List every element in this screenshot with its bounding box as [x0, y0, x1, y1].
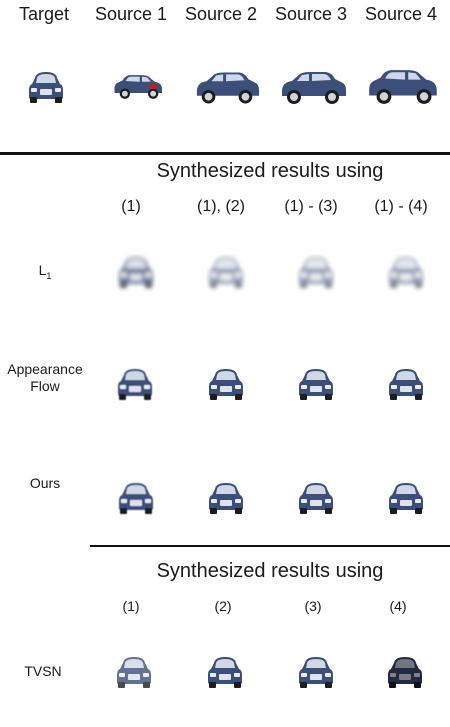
source-4-header: Source 4: [364, 4, 438, 24]
ours-result-3: [299, 483, 333, 514]
tvsn-result-4: [388, 657, 422, 688]
section2-col-2: (2): [214, 598, 232, 614]
section2-title: Synthesized results using: [156, 560, 384, 582]
row-label-tvsn: TVSN: [24, 663, 62, 679]
ours-result-4: [389, 483, 423, 514]
l1-result-4: [389, 257, 423, 288]
source-1-car-image: [114, 75, 163, 99]
tvsn-result-2: [208, 657, 242, 688]
l1-result-3: [299, 257, 333, 288]
tvsn-result-3: [299, 657, 333, 688]
target-car-image: [29, 72, 63, 103]
l1-result-1: [119, 257, 153, 288]
source-1-header: Source 1: [94, 4, 168, 24]
section1-col-3: (1) - (3): [284, 198, 338, 215]
l1-result-2: [209, 257, 243, 288]
section1-title: Synthesized results using: [156, 160, 384, 182]
section1-col-4: (1) - (4): [374, 198, 428, 215]
tvsn-result-1: [117, 657, 151, 688]
ours-result-2: [209, 483, 243, 514]
row-label-appearance-flow: Appearance Flow: [7, 361, 83, 394]
row-label-l1: L1: [38, 262, 52, 281]
appearance-flow-result-2: [209, 369, 243, 400]
source-3-header: Source 3: [274, 4, 348, 24]
source-4-car-image: [369, 70, 437, 104]
section2-col-3: (3): [304, 598, 322, 614]
row-label-ours: Ours: [29, 475, 61, 491]
target-header: Target: [18, 4, 70, 24]
section-divider-bottom: [90, 545, 450, 547]
ours-result-1: [119, 483, 153, 514]
appearance-flow-result-3: [299, 369, 333, 400]
appearance-flow-result-4: [389, 369, 423, 400]
section-divider-top: [0, 152, 450, 155]
source-3-car-image: [282, 72, 346, 104]
section2-col-1: (1): [122, 598, 140, 614]
appearance-flow-result-1: [118, 369, 152, 400]
source-2-header: Source 2: [184, 4, 258, 24]
source-2-car-image: [196, 72, 260, 104]
section2-col-4: (4): [389, 598, 407, 614]
section1-col-2: (1), (2): [197, 198, 245, 215]
section1-col-1: (1): [121, 198, 141, 215]
